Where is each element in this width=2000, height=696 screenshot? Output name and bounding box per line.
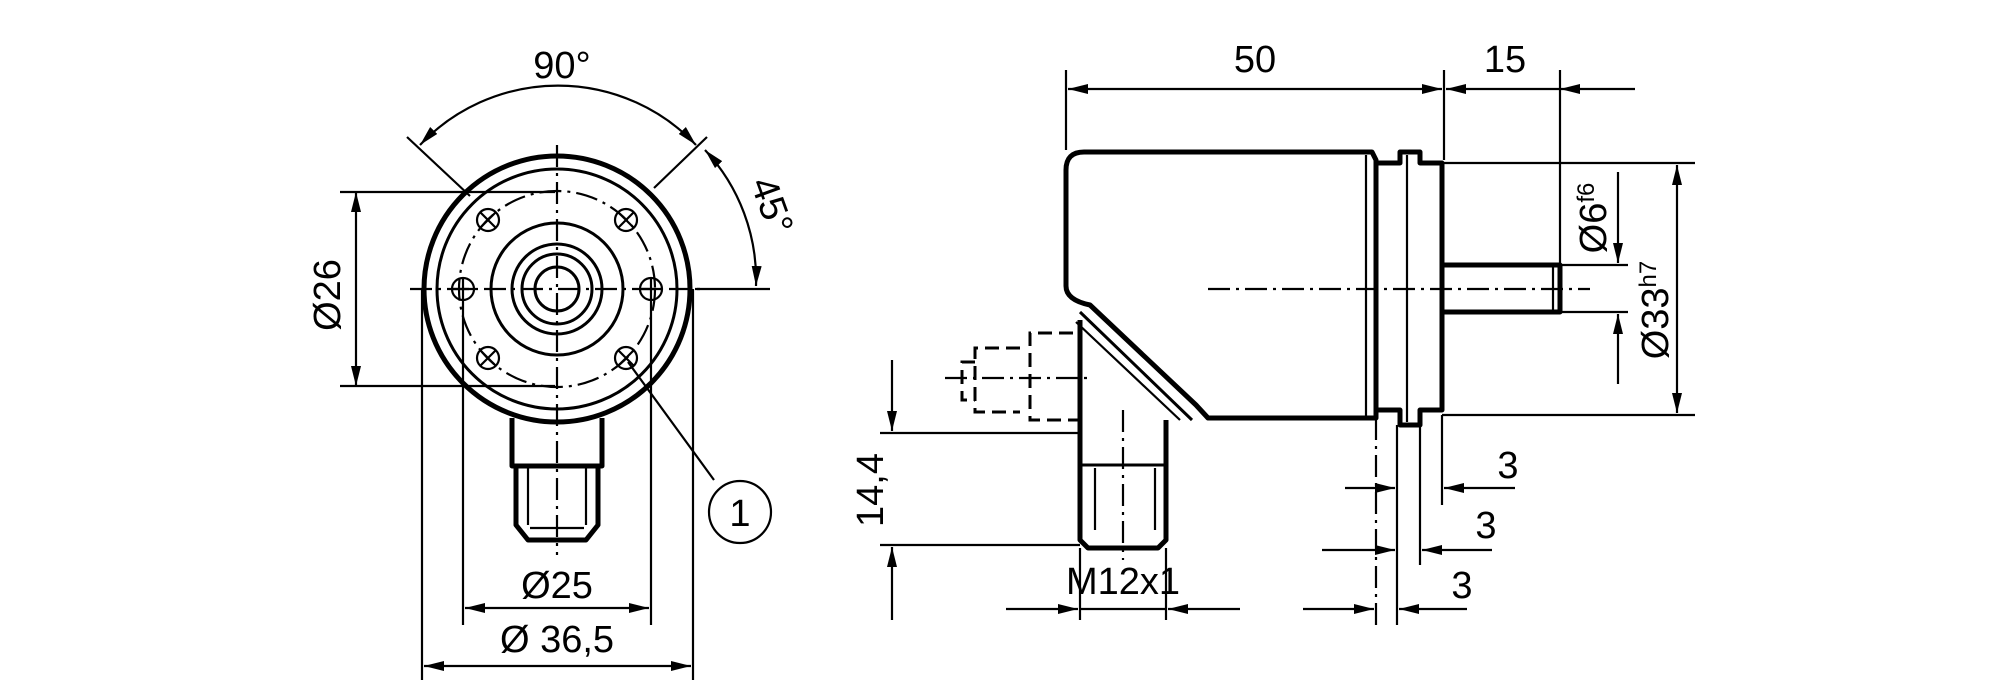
dim-shaft-length: 15	[1484, 39, 1526, 81]
encoder-body	[1063, 149, 1379, 421]
callout-circle	[707, 479, 773, 545]
dim-connector-thread: M12x1	[1066, 561, 1180, 603]
dim-flange: Ø25	[521, 565, 593, 607]
connector-side	[1077, 320, 1169, 551]
dim-gap-1: 3	[1497, 445, 1518, 487]
dim-connector-height: 14,4	[850, 453, 892, 527]
screw-holes	[450, 207, 664, 371]
dim-bolt-circle: Ø26	[307, 259, 349, 331]
connector-front	[509, 418, 605, 543]
dim-gap-2: 3	[1475, 505, 1496, 547]
dim-angle-90: 90°	[533, 45, 590, 87]
side-view: 50 15 Ø33h7 Ø6f6 14,4 M12x1	[850, 39, 1695, 625]
dim-housing: Ø 36,5	[500, 619, 614, 661]
connector-hidden-outline	[960, 331, 1080, 422]
dim-body-length: 50	[1234, 39, 1276, 81]
dim-shaft-dia: Ø6f6	[1573, 183, 1615, 254]
front-view: Ø26 90° 45° 1 Ø25 Ø 36,5	[307, 45, 801, 680]
dim-gap-3: 3	[1451, 565, 1472, 607]
dim-spigot: Ø33h7	[1635, 261, 1677, 360]
callout-number: 1	[729, 493, 750, 535]
